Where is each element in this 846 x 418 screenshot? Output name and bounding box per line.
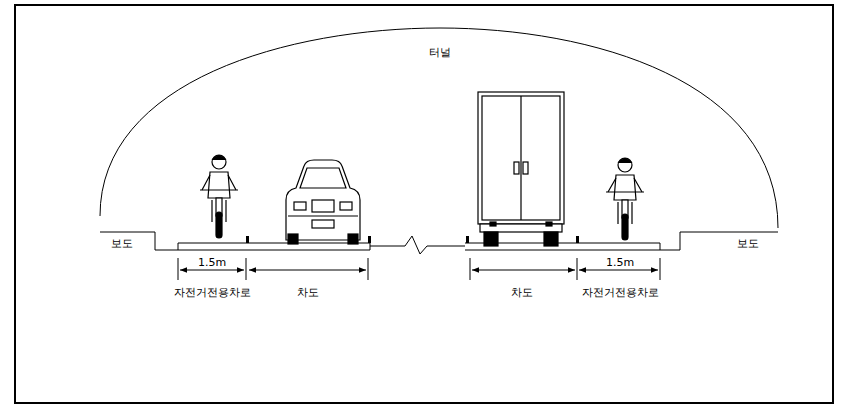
road-floor <box>100 232 778 254</box>
cyclist-right-part <box>618 202 632 224</box>
lane-label: 차도 <box>509 286 535 299</box>
cyclist-left-part <box>200 189 238 190</box>
dimension-label: 1.5m <box>604 256 636 269</box>
lane-studs-part <box>368 236 371 243</box>
cyclist-left-part <box>212 155 226 169</box>
tunnel-lining <box>100 28 778 228</box>
lane-studs-part <box>576 236 579 243</box>
frame <box>15 5 833 403</box>
cyclist-left-part <box>212 156 226 161</box>
truck-rear <box>478 92 564 246</box>
cyclist-right-part <box>618 158 632 172</box>
car-front <box>286 160 360 244</box>
sidewalk-label: 보도 <box>735 237 761 250</box>
dimension-lines-part <box>249 270 366 271</box>
car-front-part <box>294 202 306 210</box>
lane-label: 자전거전용차로 <box>172 286 253 299</box>
truck-rear-part <box>546 222 552 226</box>
road-floor-part <box>178 243 370 250</box>
cyclist-right-part <box>606 191 644 192</box>
sidewalk-label: 보도 <box>109 237 135 250</box>
truck-rear-part <box>478 92 564 224</box>
lane-studs-part <box>246 236 249 243</box>
truck-rear-part <box>514 162 519 174</box>
dimension-lines-part <box>579 270 658 271</box>
dimension-lines <box>178 258 660 280</box>
truck-rear-part <box>490 222 496 226</box>
cyclist-left <box>200 155 238 238</box>
car-front-part <box>300 168 346 188</box>
cyclist-right-part <box>614 175 636 200</box>
dimension-lines-part <box>180 270 244 271</box>
truck-rear-part <box>482 96 560 220</box>
car-front-part <box>348 234 358 244</box>
lane-label: 자전거전용차로 <box>580 286 661 299</box>
dimension-lines-part <box>472 270 575 271</box>
car-front-part <box>312 200 334 212</box>
cyclist-left-part <box>202 175 236 190</box>
cyclist-right-part <box>622 214 628 240</box>
tunnel-lining-part <box>100 28 778 228</box>
tunnel-label: 터널 <box>427 46 453 59</box>
dimension-label: 1.5m <box>196 256 228 269</box>
car-front-part <box>340 202 352 210</box>
truck-rear-part <box>484 232 498 246</box>
road-floor-part <box>370 236 465 254</box>
car-front-part <box>288 234 298 244</box>
cyclist-left-part <box>216 212 222 238</box>
truck-rear-part <box>523 162 528 174</box>
truck-rear-part <box>520 96 521 220</box>
cyclist-left-part <box>208 172 230 198</box>
cyclist-right-part <box>618 159 632 164</box>
car-front-part <box>312 220 334 228</box>
car-front-part <box>286 160 360 240</box>
cyclist-right-part <box>608 178 642 192</box>
cyclist-left-part <box>212 200 226 222</box>
cyclist-right <box>606 158 644 240</box>
car-front-part <box>288 215 358 216</box>
lane-label: 차도 <box>295 286 321 299</box>
truck-rear-part <box>544 232 558 246</box>
lane-studs-part <box>466 236 469 243</box>
